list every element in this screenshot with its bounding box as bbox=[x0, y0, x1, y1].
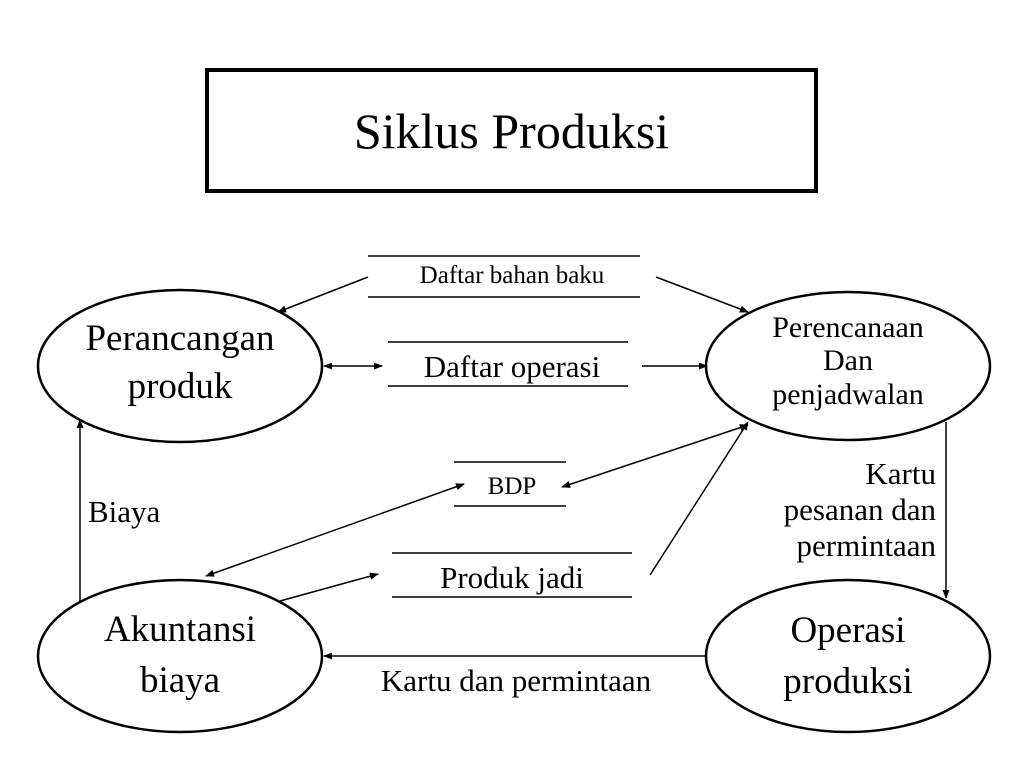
node-label-line: Akuntansi bbox=[104, 609, 256, 650]
node-label-line: Perencanaan bbox=[772, 311, 924, 344]
store-label: BDP bbox=[488, 473, 537, 500]
node-label-line: produk bbox=[128, 366, 233, 407]
store-label: Produk jadi bbox=[440, 560, 584, 595]
node-ellipse bbox=[36, 288, 324, 444]
arrow-bahan-baku-to-perencanaan bbox=[655, 276, 749, 313]
arrow-produk-jadi-to-perencanaan bbox=[649, 421, 749, 576]
diagram-title: Siklus Produksi bbox=[353, 102, 670, 159]
store-label: Daftar bahan baku bbox=[420, 262, 605, 289]
node-label-line: penjadwalan bbox=[772, 378, 924, 411]
node-ellipse bbox=[36, 578, 324, 734]
arrow-akuntansi-to-produk-jadi bbox=[279, 572, 379, 602]
store-produk-jadi: Produk jadi bbox=[392, 552, 632, 598]
title-box: Siklus Produksi bbox=[205, 68, 818, 193]
edge-label-kartu-dan-permintaan: Kartu dan permintaan bbox=[381, 663, 652, 698]
store-label: Daftar operasi bbox=[424, 349, 601, 384]
arrow-perencanaan-bdp bbox=[561, 424, 749, 488]
node-label-line: Operasi bbox=[790, 610, 905, 651]
edge-label-biaya: Biaya bbox=[88, 494, 161, 529]
node-label-line: biaya bbox=[140, 660, 220, 701]
node-label-line: produksi bbox=[783, 661, 913, 702]
edge-label-line: permintaan bbox=[797, 528, 937, 563]
arrow-bahan-baku-to-perancangan bbox=[277, 276, 369, 313]
edge-label-kartu-pesanan: Kartu pesanan dan permintaan bbox=[784, 456, 937, 563]
store-daftar-bahan-baku: Daftar bahan baku bbox=[368, 255, 640, 298]
node-perancangan-produk: Perancangan produk bbox=[36, 288, 324, 444]
node-operasi-produksi: Operasi produksi bbox=[704, 578, 992, 734]
edge-label-line: pesanan dan bbox=[784, 492, 937, 527]
arrow-bdp-akuntansi bbox=[205, 483, 465, 577]
edge-label-line: Kartu bbox=[865, 456, 936, 491]
store-bdp: BDP bbox=[454, 461, 566, 507]
node-ellipse bbox=[704, 578, 992, 734]
node-label-line: Dan bbox=[823, 344, 873, 377]
store-daftar-operasi: Daftar operasi bbox=[388, 341, 628, 387]
node-label-line: Perancangan bbox=[85, 318, 274, 359]
node-perencanaan-penjadwalan: Perencanaan Dan penjadwalan bbox=[704, 290, 992, 442]
node-akuntansi-biaya: Akuntansi biaya bbox=[36, 578, 324, 734]
